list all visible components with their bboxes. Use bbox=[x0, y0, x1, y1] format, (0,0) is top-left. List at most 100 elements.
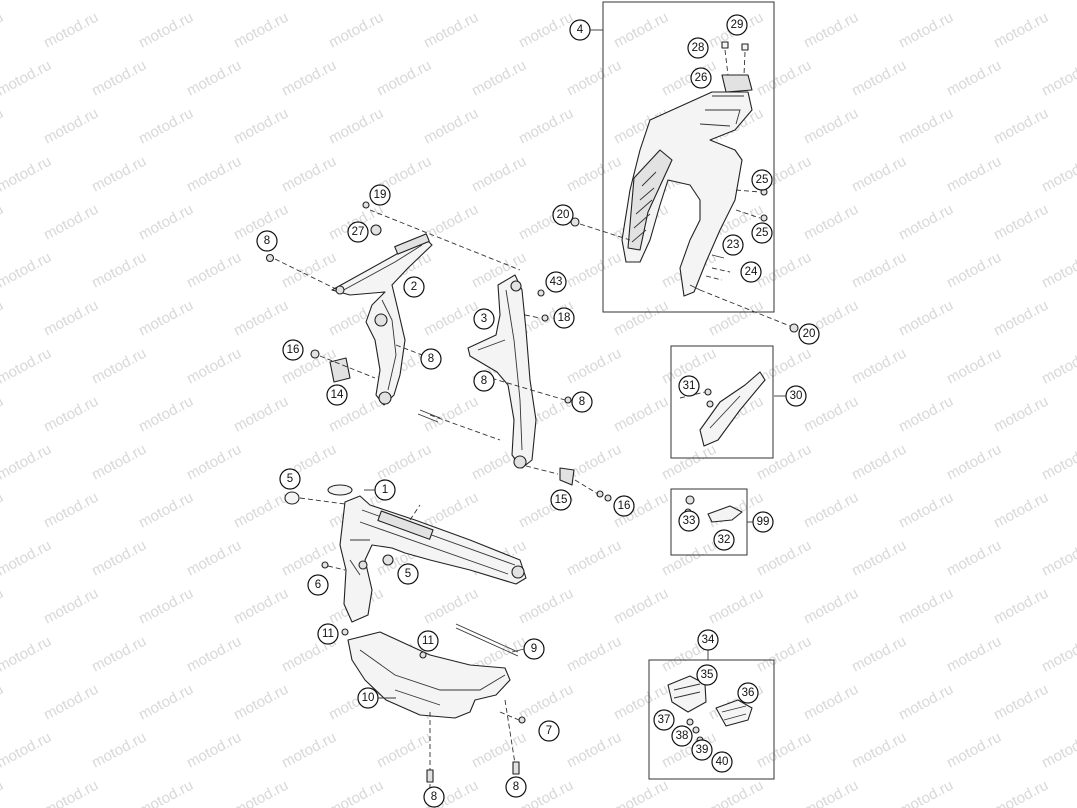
watermark-text: motod.ru bbox=[41, 681, 101, 724]
callout-8-top[interactable]: 8 bbox=[256, 230, 278, 252]
watermark-text: motod.ru bbox=[1039, 537, 1077, 580]
callout-43[interactable]: 43 bbox=[545, 271, 567, 293]
watermark-text: motod.ru bbox=[1039, 249, 1077, 292]
watermark-text: motod.ru bbox=[0, 537, 54, 580]
callout-11-mid[interactable]: 11 bbox=[417, 630, 439, 652]
watermark-text: motod.ru bbox=[706, 297, 766, 340]
callout-9[interactable]: 9 bbox=[523, 638, 545, 660]
watermark-text: motod.ru bbox=[0, 441, 54, 484]
callout-38[interactable]: 38 bbox=[671, 725, 693, 747]
callout-11-left[interactable]: 11 bbox=[317, 623, 339, 645]
callout-5-top[interactable]: 5 bbox=[279, 468, 301, 490]
watermark-text: motod.ru bbox=[1039, 345, 1077, 388]
watermark-text: motod.ru bbox=[231, 105, 291, 148]
watermark-text: motod.ru bbox=[0, 345, 54, 388]
svg-text:4: 4 bbox=[577, 24, 584, 36]
watermark-text: motod.ru bbox=[754, 633, 814, 676]
svg-text:16: 16 bbox=[618, 500, 631, 512]
callout-27[interactable]: 27 bbox=[347, 221, 369, 243]
callout-8-bottom-right[interactable]: 8 bbox=[505, 776, 527, 798]
callout-5-frame[interactable]: 5 bbox=[397, 563, 419, 585]
watermark-text: motod.ru bbox=[326, 105, 386, 148]
callout-7[interactable]: 7 bbox=[538, 720, 560, 742]
callout-2[interactable]: 2 bbox=[403, 276, 425, 298]
callout-19[interactable]: 19 bbox=[369, 184, 391, 206]
callout-20-right[interactable]: 20 bbox=[798, 323, 820, 345]
watermark-text: motod.ru bbox=[754, 57, 814, 100]
watermark-text: motod.ru bbox=[231, 777, 291, 808]
callout-23[interactable]: 23 bbox=[722, 234, 744, 256]
callout-16-right[interactable]: 16 bbox=[613, 495, 635, 517]
watermark-text: motod.ru bbox=[469, 0, 529, 4]
svg-text:1: 1 bbox=[382, 484, 388, 496]
callout-39[interactable]: 39 bbox=[691, 739, 713, 761]
callout-31[interactable]: 31 bbox=[678, 375, 700, 397]
callout-34[interactable]: 34 bbox=[697, 629, 719, 651]
watermark-text: motod.ru bbox=[374, 0, 434, 4]
watermark-text: motod.ru bbox=[231, 489, 291, 532]
watermark-text: motod.ru bbox=[421, 105, 481, 148]
svg-text:29: 29 bbox=[731, 19, 744, 31]
callout-24[interactable]: 24 bbox=[740, 261, 762, 283]
watermark-text: motod.ru bbox=[754, 441, 814, 484]
callout-3[interactable]: 3 bbox=[473, 308, 495, 330]
svg-text:32: 32 bbox=[718, 534, 731, 546]
callout-37[interactable]: 37 bbox=[653, 709, 675, 731]
callout-10[interactable]: 10 bbox=[357, 687, 379, 709]
callout-40[interactable]: 40 bbox=[711, 751, 733, 773]
callout-1[interactable]: 1 bbox=[374, 479, 396, 501]
watermark-text: motod.ru bbox=[279, 153, 339, 196]
callout-35[interactable]: 35 bbox=[696, 664, 718, 686]
callout-15[interactable]: 15 bbox=[550, 489, 572, 511]
svg-text:14: 14 bbox=[331, 389, 344, 401]
callout-26[interactable]: 26 bbox=[690, 67, 712, 89]
watermark-text: motod.ru bbox=[279, 729, 339, 772]
watermark-text: motod.ru bbox=[564, 729, 624, 772]
callout-16-left[interactable]: 16 bbox=[282, 339, 304, 361]
callout-99[interactable]: 99 bbox=[752, 511, 774, 533]
callout-25-bottom[interactable]: 25 bbox=[751, 222, 773, 244]
watermark-text: motod.ru bbox=[611, 393, 671, 436]
callout-25-top[interactable]: 25 bbox=[751, 169, 773, 191]
callout-30[interactable]: 30 bbox=[785, 385, 807, 407]
watermark-text: motod.ru bbox=[991, 9, 1051, 52]
callout-36[interactable]: 36 bbox=[737, 682, 759, 704]
callout-4[interactable]: 4 bbox=[569, 19, 591, 41]
callout-6[interactable]: 6 bbox=[307, 574, 329, 596]
watermark-text: motod.ru bbox=[896, 9, 956, 52]
callout-8-arm-left[interactable]: 8 bbox=[420, 348, 442, 370]
watermark-text: motod.ru bbox=[849, 0, 909, 4]
watermark-text: motod.ru bbox=[991, 105, 1051, 148]
callout-8-arm-right-left[interactable]: 8 bbox=[473, 370, 495, 392]
callout-33[interactable]: 33 bbox=[678, 510, 700, 532]
watermark-text: motod.ru bbox=[849, 249, 909, 292]
watermark-text: motod.ru bbox=[896, 777, 956, 808]
callout-14[interactable]: 14 bbox=[326, 384, 348, 406]
callout-28[interactable]: 28 bbox=[687, 37, 709, 59]
callout-8-bottom-left[interactable]: 8 bbox=[423, 786, 445, 808]
svg-text:43: 43 bbox=[550, 276, 563, 288]
watermark-text: motod.ru bbox=[1039, 153, 1077, 196]
svg-text:26: 26 bbox=[695, 72, 708, 84]
callout-29[interactable]: 29 bbox=[726, 14, 748, 36]
callout-8-arm-right[interactable]: 8 bbox=[571, 391, 593, 413]
watermark-text: motod.ru bbox=[801, 393, 861, 436]
watermark-text: motod.ru bbox=[136, 777, 196, 808]
footpegs-drawing bbox=[667, 675, 753, 744]
svg-text:38: 38 bbox=[676, 730, 689, 742]
watermark-text: motod.ru bbox=[944, 0, 1004, 4]
chain-guide-group-box bbox=[670, 345, 774, 459]
svg-text:33: 33 bbox=[683, 515, 696, 527]
svg-text:8: 8 bbox=[428, 353, 434, 365]
watermark-text: motod.ru bbox=[896, 393, 956, 436]
watermark-text: motod.ru bbox=[801, 9, 861, 52]
callout-18[interactable]: 18 bbox=[553, 307, 575, 329]
svg-text:19: 19 bbox=[374, 189, 387, 201]
watermark-text: motod.ru bbox=[279, 0, 339, 4]
callout-20-left[interactable]: 20 bbox=[552, 204, 574, 226]
watermark-text: motod.ru bbox=[896, 681, 956, 724]
svg-text:24: 24 bbox=[745, 266, 758, 278]
watermark-text: motod.ru bbox=[801, 777, 861, 808]
callout-32[interactable]: 32 bbox=[713, 529, 735, 551]
